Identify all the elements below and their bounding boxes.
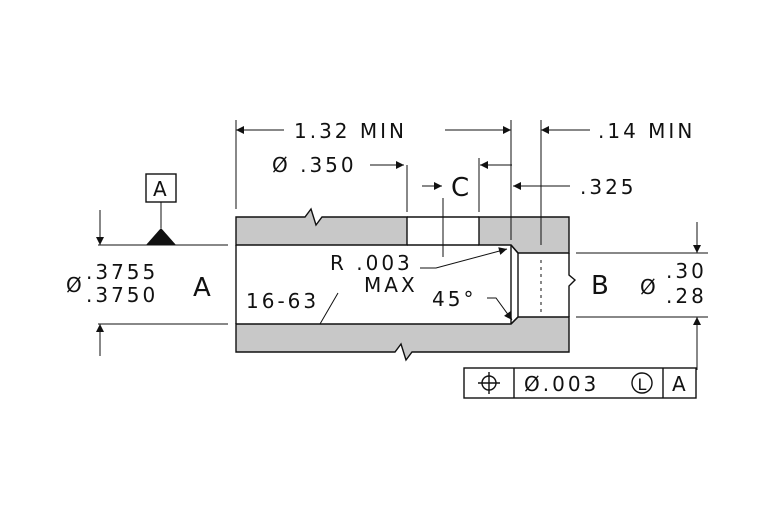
radius-callout: R .003 MAX [330,247,508,297]
chamfer-callout: 45° [432,287,513,321]
bore-tol-upper: .3755 [86,260,158,284]
bottom-wall [235,316,570,362]
datum-label-b: B [591,271,609,301]
datum-flag-letter: A [153,177,170,201]
top-wall-left [235,207,408,246]
wall-min-text: .14 MIN [598,119,695,143]
position-icon [478,372,500,394]
bore-tol-lower: .3750 [86,283,158,307]
small-dia-upper: .30 [666,259,707,283]
bore-diameter-text: Ø .350 [272,153,357,177]
wall-dimension: .14 MIN [540,119,695,245]
small-dia-symbol: Ø [640,275,659,299]
small-diameter-dimension: B Ø .30 .28 [576,222,708,370]
datum-triangle-icon [146,228,176,245]
part-section [235,198,577,362]
bore-dia-symbol: Ø [66,273,85,297]
radius-text: R .003 [330,251,413,275]
fcf-datum: A [672,372,689,396]
surface-finish-callout: 16-63 [246,289,339,325]
length-min-text: 1.32 MIN [294,119,407,143]
radius-note: MAX [364,273,418,297]
datum-label-c: C [451,173,469,203]
chamfer-angle-text: 45° [432,287,476,311]
right-break [568,253,577,317]
groove-depth-text: .325 [580,175,637,199]
groove-depth-dimension: .325 [513,175,637,199]
datum-label-a: A [193,273,211,303]
fcf-modifier: L [638,375,647,394]
bore-diameter-dimension: Ø .3755 .3750 A [66,210,228,356]
fcf-tolerance: Ø.003 [524,372,599,396]
feature-control-frame: Ø.003 L A [463,367,697,399]
groove-width-dimension: Ø .350 C [272,153,512,212]
small-dia-lower: .28 [666,284,707,308]
step-face [510,244,519,325]
least-material-modifier-icon: L [631,372,653,394]
top-wall-right [478,216,570,254]
length-dimension: 1.32 MIN [235,119,512,240]
surface-finish-text: 16-63 [246,289,319,313]
datum-flag-a: A [145,173,177,245]
